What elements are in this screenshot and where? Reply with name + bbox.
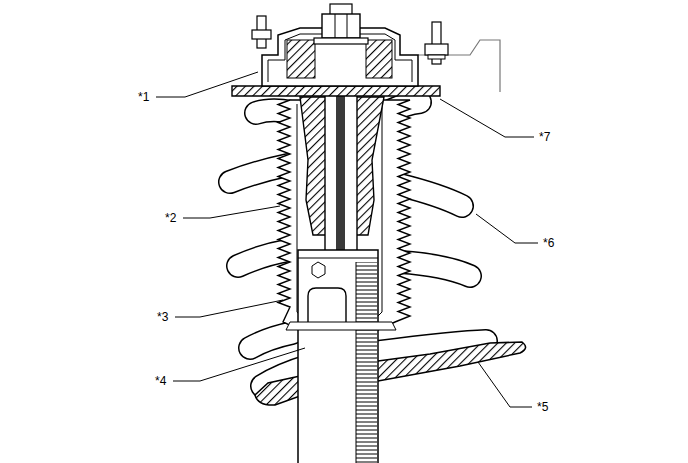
shock-absorber-cylinder: [298, 250, 378, 463]
coil-turn: [250, 333, 292, 348]
leader-line: [476, 214, 538, 243]
nut-facet: [347, 14, 348, 38]
coil-turn: [400, 185, 462, 206]
callout-number: *4: [154, 374, 167, 388]
callout-number: *2: [164, 211, 177, 225]
stud-nut: [425, 44, 448, 55]
callout-number: *6: [542, 236, 555, 250]
leader-line: [440, 99, 534, 137]
stud-washer: [428, 55, 445, 59]
leader-line: [183, 206, 280, 218]
coil-turn: [250, 333, 292, 348]
coil-turn: [400, 262, 470, 276]
leader-line: [478, 362, 532, 407]
leader-line: [156, 72, 258, 97]
leader-line: [175, 300, 283, 317]
nut-facet: [335, 14, 336, 38]
support-inner-line: [268, 34, 412, 82]
cylinder-cap: [298, 257, 378, 258]
callout-number: *7: [538, 130, 551, 144]
body-bracket: [418, 40, 500, 92]
upper-spring-seat: [232, 86, 440, 96]
stud-nut: [252, 30, 271, 39]
coil-turn: [400, 262, 470, 276]
boot-lower-lip: [286, 322, 396, 330]
cylinder-edge: [356, 262, 357, 463]
callout-number: *1: [137, 90, 150, 104]
washer: [314, 38, 368, 44]
leader-line: [173, 348, 305, 381]
mount-rubber: [287, 40, 315, 78]
callout-number: *3: [156, 310, 169, 324]
leader-lines: [156, 72, 538, 407]
mount-rubber: [366, 40, 392, 78]
cylinder-nut: [312, 262, 325, 278]
cylinder-thread: [356, 262, 377, 463]
coil-turn: [400, 185, 462, 206]
lock-nut: [322, 14, 360, 38]
callout-number: *5: [536, 400, 549, 414]
